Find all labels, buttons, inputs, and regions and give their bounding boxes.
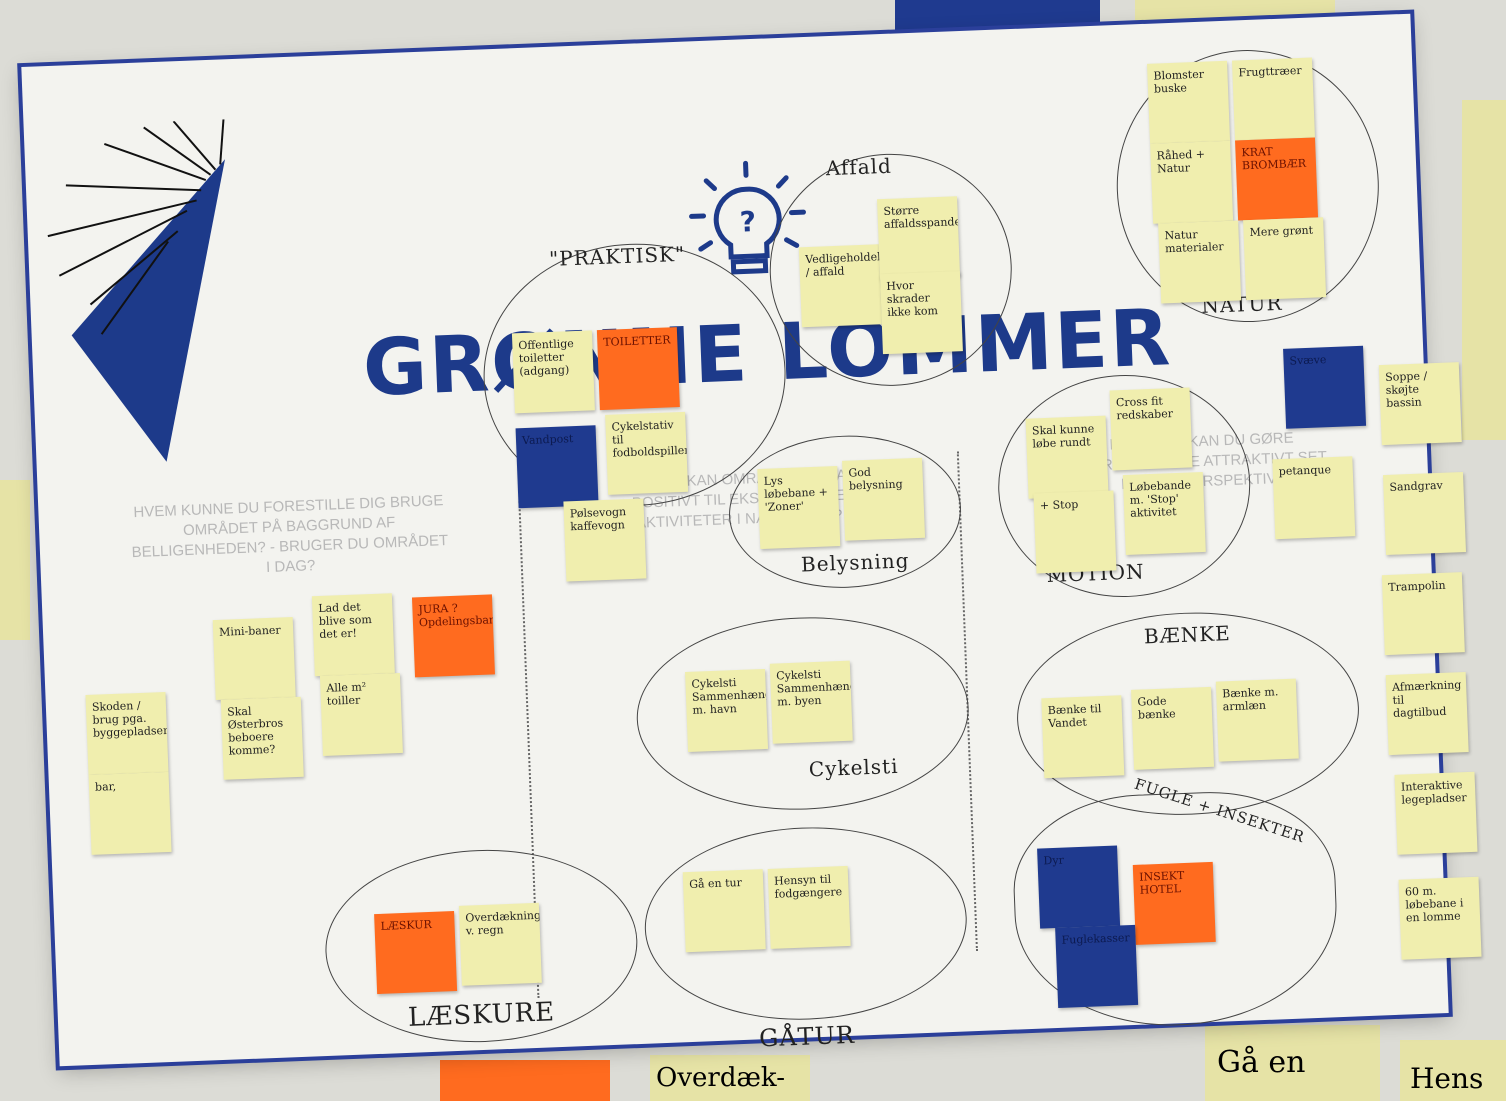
sticky-note: Cykelstativ til fodboldspiller bbox=[605, 411, 689, 495]
lightbulb-question-icon: ? bbox=[689, 160, 806, 275]
sticky-note: Mini-baner bbox=[212, 617, 296, 701]
background-note bbox=[0, 480, 30, 640]
sticky-note: KRAT BROMBÆR bbox=[1235, 137, 1319, 221]
sticky-note: Blomster buske bbox=[1147, 60, 1231, 144]
background-note: Overdæk- bbox=[650, 1055, 810, 1101]
sticky-note: Afmærkning til dagtilbud bbox=[1385, 672, 1469, 756]
sticky-note: Overdækning v. regn bbox=[458, 902, 542, 986]
edge-note-text: Hens bbox=[1410, 1062, 1484, 1095]
sticky-note: Soppe / skøjte bassin bbox=[1378, 362, 1462, 446]
group-label: Belysning bbox=[800, 548, 910, 577]
sticky-note: Bænke til Vandet bbox=[1041, 695, 1125, 779]
sticky-note: TOILETTER bbox=[596, 327, 680, 411]
sticky-note: Alle m² toiller bbox=[319, 672, 403, 756]
sticky-note: Skal Østerbros beboere komme? bbox=[220, 696, 304, 780]
sticky-note: Lys løbebane + 'Zoner' bbox=[757, 466, 841, 550]
sticky-note: Større affaldsspande bbox=[877, 196, 961, 280]
sticky-note: Skal kunne løbe rundt bbox=[1025, 415, 1109, 499]
sticky-note: Dyr bbox=[1037, 845, 1121, 929]
sticky-note: Offentlige toiletter (adgang) bbox=[511, 330, 595, 414]
group-label: LÆSKURE bbox=[407, 997, 556, 1033]
sticky-note: bar, bbox=[88, 771, 172, 855]
sticky-note: Gå en tur bbox=[682, 869, 766, 953]
sticky-note: Natur materialer bbox=[1158, 220, 1242, 304]
sticky-note: Fuglekasser bbox=[1055, 924, 1139, 1008]
edge-note-text: Gå en bbox=[1217, 1045, 1306, 1080]
group-label: GÅTUR bbox=[758, 1020, 856, 1053]
grass-triangle-icon bbox=[47, 119, 226, 462]
background-note bbox=[1462, 100, 1506, 440]
background-note bbox=[440, 1060, 610, 1101]
sticky-note: Frugttræer bbox=[1231, 57, 1315, 141]
group-label: Affald bbox=[825, 153, 893, 181]
sticky-note: LÆSKUR bbox=[374, 911, 458, 995]
background-note: Hens bbox=[1400, 1040, 1506, 1101]
sticky-note: Mere grønt bbox=[1243, 217, 1327, 301]
sticky-note: Bænke m. armlæn bbox=[1215, 678, 1299, 762]
sticky-note: Cykelsti Sammenhæng m. havn bbox=[685, 668, 769, 752]
sticky-note: Cykelsti Sammenhæng m. byen bbox=[769, 660, 853, 744]
sticky-note: 60 m. løbebane i en lomme bbox=[1398, 876, 1482, 960]
svg-text:?: ? bbox=[739, 205, 757, 239]
sticky-note: Løbebande m. 'Stop' aktivitet bbox=[1122, 471, 1206, 556]
sticky-note: INSEKT HOTEL bbox=[1132, 861, 1216, 945]
sticky-note: Trampolin bbox=[1381, 572, 1465, 656]
sticky-note: Hvor skrader ikke kom bbox=[879, 271, 963, 355]
edge-note-text: Overdæk- bbox=[656, 1063, 785, 1093]
sticky-note: Skoden / brug pga. byggepladsen bbox=[85, 691, 169, 775]
sticky-note: Pølsevogn kaffevogn bbox=[563, 498, 647, 582]
background-note: Gå en bbox=[1205, 1025, 1380, 1101]
sticky-note: Vandpost bbox=[515, 425, 599, 509]
group-label: BÆNKE bbox=[1143, 621, 1232, 649]
sticky-note: Cross fit redskaber bbox=[1109, 387, 1193, 471]
question-left: HVEM KUNNE DU FORESTILLE DIG BRUGE OMRÅD… bbox=[131, 492, 449, 577]
group-label: Cykelsti bbox=[808, 753, 899, 782]
sticky-note: God belysning bbox=[842, 457, 926, 541]
sticky-note: + Stop bbox=[1033, 490, 1117, 574]
sticky-note: petanque bbox=[1272, 456, 1356, 540]
workshop-board: ? GRØNNE LOMMER HVEM KUNNE DU FORESTILLE… bbox=[21, 13, 1482, 1067]
sticky-note: Sandgrav bbox=[1382, 472, 1466, 556]
sticky-note: Råhed + Natur bbox=[1150, 140, 1234, 224]
sticky-note: Hensyn til fodgængere bbox=[767, 865, 851, 949]
sticky-note: Svæve bbox=[1283, 345, 1367, 429]
sticky-note: Interaktive legepladser bbox=[1394, 771, 1478, 855]
sticky-note: Gode bænke bbox=[1131, 686, 1215, 770]
sticky-note: Vedligeholdelse / affald bbox=[798, 244, 882, 328]
sticky-note: Lad det blive som det er! bbox=[311, 593, 395, 677]
sticky-note: JURA ? Opdelingsbane bbox=[411, 594, 495, 678]
